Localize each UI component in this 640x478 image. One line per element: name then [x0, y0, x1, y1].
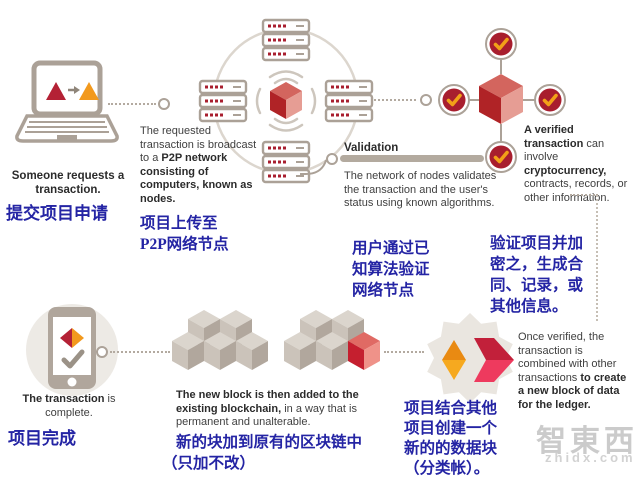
verified-cube-icon: [479, 74, 523, 124]
diamond-icon: [60, 328, 84, 348]
blockchain-icon: [172, 310, 380, 370]
broadcast-waves-icon: [255, 70, 317, 132]
server-node-icon: [198, 79, 248, 123]
transaction-cube-icon: [270, 82, 302, 119]
caption-combine-bold: to create a new block of data for the le…: [518, 371, 627, 411]
connector-dashed-horizontal: [570, 194, 598, 196]
caption-verified-regular: contracts, records, or other information…: [524, 178, 628, 204]
caption-newblock: The new block is then added to the exist…: [176, 389, 394, 430]
watermark-logo: 智東西: [536, 425, 638, 458]
caption-newblock-zh-line: 新的块加到原有的区块链中: [176, 434, 363, 451]
validation-text: The network of nodes validates the trans…: [344, 170, 497, 209]
caption-combine-regular: Once verified, the transaction is combin…: [518, 331, 617, 384]
caption-request-zh: 提交项目申请: [6, 204, 108, 223]
connector-node-ring: [158, 98, 170, 110]
caption-complete-zh: 项目完成: [8, 429, 76, 448]
check-badge-icon: [438, 83, 471, 117]
ledger-star-icon: [427, 313, 514, 403]
caption-newblock-zh-line: （只加不改）: [162, 455, 256, 472]
caption-verified-zh: 验证项目并加 密之，生成合 同、记录，或 其他信息。: [490, 233, 583, 317]
gray-block-icon: [172, 310, 364, 370]
caption-combine-zh-line: 项目创建一个: [404, 420, 498, 437]
validation-node-ring: [326, 153, 338, 165]
caption-combine-zh-line: （分类帐）。: [404, 460, 490, 477]
arrow-right-icon: [74, 86, 80, 94]
caption-verified-zh-line: 密之，生成合: [490, 256, 584, 273]
caption-verified-bold: cryptocurrency,: [524, 164, 607, 177]
caption-broadcast: The requested transaction is broadcast t…: [140, 125, 258, 206]
caption-combine: Once verified, the transaction is combin…: [518, 331, 630, 412]
caption-broadcast-regular: The requested transaction is broadcast t…: [140, 125, 257, 164]
caption-newblock-bold: The new block is then added to the exist…: [176, 389, 359, 415]
caption-newblock-zh: 新的块加到原有的区块链中 （只加不改）: [162, 432, 362, 474]
verified-transaction-icon: [438, 28, 567, 174]
caption-complete-regular: is complete.: [45, 393, 116, 419]
watermark-site: zhidx.com: [545, 450, 636, 465]
caption-verified-regular: can involve: [524, 137, 605, 164]
connector-node-ring: [420, 94, 432, 106]
validation-zh-line: 知算法验证: [352, 261, 430, 278]
validation-zh-line: 用户通过已: [352, 240, 430, 257]
caption-verified-zh-line: 同、记录，或: [490, 277, 584, 294]
validation-elbow-line: [300, 159, 327, 175]
validation-zh-line: 网络节点: [352, 282, 415, 299]
connector-dotted-line: [108, 103, 156, 105]
connector-node-ring: [96, 346, 108, 358]
orange-triangle-icon: [79, 82, 99, 100]
caption-combine-zh-line: 项目结合其他: [404, 400, 498, 417]
caption-combine-zh: 项目结合其他 项目创建一个 新的的数据块 （分类帐）。: [404, 399, 497, 478]
p2p-network-icon: [198, 18, 374, 184]
caption-broadcast-zh-line: P2P网络节点: [140, 236, 229, 253]
caption-verified-bold: A verified transaction: [524, 124, 584, 150]
home-button-icon: [67, 377, 77, 387]
caption-broadcast-zh-line: 项目上传至: [140, 215, 218, 232]
caption-verified: A verified transaction can involve crypt…: [524, 124, 630, 205]
server-node-icon: [324, 79, 374, 123]
caption-broadcast-bold: P2P network consisting of computers, kno…: [140, 152, 253, 205]
server-node-icon: [261, 18, 311, 62]
chevron-block-icon: [474, 338, 514, 382]
laptop-icon: [15, 60, 119, 143]
caption-combine-zh-line: 新的的数据块: [404, 440, 498, 457]
check-badge-icon: [484, 140, 518, 174]
red-triangle-icon: [46, 82, 66, 100]
new-block-red-cube-icon: [348, 332, 380, 370]
diamond-icon: [442, 340, 466, 380]
caption-broadcast-zh: 项目上传至 P2P网络节点: [140, 213, 229, 255]
caption-verified-zh-line: 验证项目并加: [490, 235, 584, 252]
caption-request: Someone requests a transaction.: [11, 170, 125, 196]
validation-heading: Validation: [344, 142, 399, 154]
caption-complete: The transaction is complete.: [6, 393, 132, 420]
connector-dotted-line: [110, 351, 170, 353]
caption-complete-bold: The transaction: [22, 393, 105, 405]
caption-newblock-regular: in a way that is permanent and unalterab…: [176, 402, 357, 429]
check-badge-icon: [533, 83, 567, 117]
caption-verified-zh-line: 其他信息。: [490, 298, 568, 315]
validation-bar: [340, 155, 484, 162]
check-badge-icon: [484, 28, 518, 61]
connector-dotted-line: [374, 99, 416, 101]
connector-dashed-vertical: [596, 195, 598, 321]
validation-zh: 用户通过已 知算法验证 网络节点: [352, 238, 430, 301]
phone-icon: [26, 304, 118, 396]
connector-dotted-line: [384, 351, 424, 353]
checkmark-icon: [61, 349, 85, 369]
